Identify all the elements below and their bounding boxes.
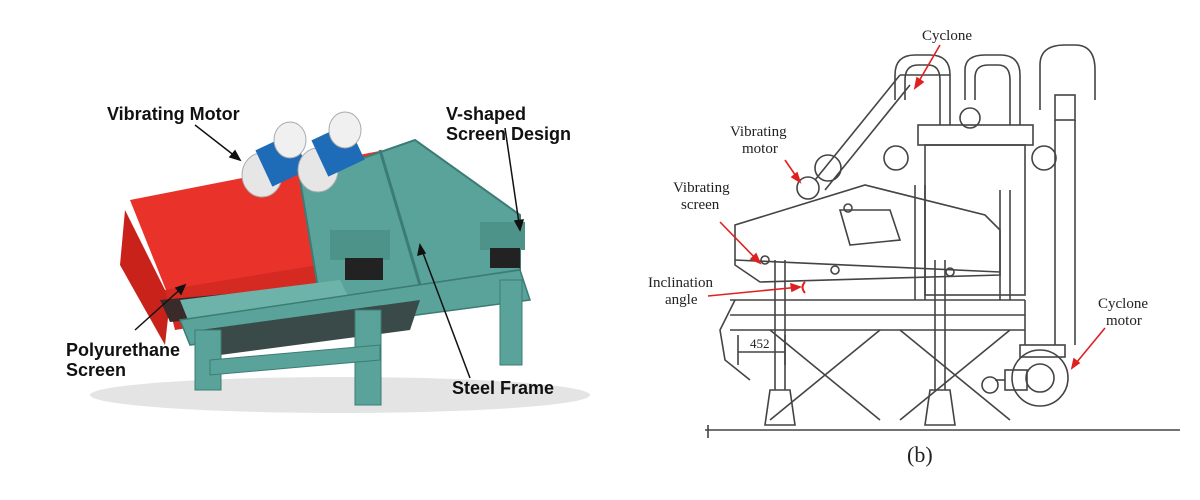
label-steel-frame: Steel Frame	[452, 378, 555, 398]
label-vibrating-screen-line2: screen	[681, 197, 720, 213]
label-dimension-452: 452	[750, 336, 770, 351]
technical-drawing-panel: Cyclone Vibrating motor Vibrating screen…	[600, 0, 1200, 500]
label-vibrating-motor-line2: motor	[742, 141, 778, 157]
label-polyurethane-line1: Polyurethane	[66, 340, 181, 360]
label-vibrating-motor: Vibrating Motor	[107, 104, 240, 124]
figure-caption-b: (b)	[907, 442, 933, 467]
rubber-spring-right	[490, 248, 520, 268]
label-v-shaped-line2: Screen Design	[446, 124, 572, 144]
frame-crossbar	[209, 344, 381, 376]
side-plate-rib	[378, 149, 422, 286]
label-v-shaped-line1: V-shaped	[446, 104, 527, 124]
rubber-spring-left	[345, 258, 383, 280]
red-side-wall	[120, 210, 170, 345]
inclination-angle-arc	[801, 281, 806, 294]
drawing-linework	[705, 44, 1180, 438]
label-inclination-line1: Inclination	[648, 275, 713, 291]
spring-seat-left	[330, 230, 390, 260]
label-cyclone-motor-line2: motor	[1106, 313, 1142, 329]
label-polyurethane-line2: Screen	[66, 360, 127, 380]
dewatering-screen-photo-panel: Vibrating Motor V-shaped Screen Design P…	[66, 104, 590, 413]
technical-drawing	[705, 44, 1180, 438]
vibrating-motor-right	[297, 111, 365, 193]
vibrating-motor-left	[241, 121, 309, 198]
dewatering-screen-illustration	[90, 111, 590, 413]
red-leader-arrows	[707, 44, 1106, 370]
label-vibrating-screen-line1: Vibrating	[673, 180, 730, 196]
left-leader-lines	[134, 124, 525, 379]
label-vibrating-motor-line1: Vibrating	[730, 124, 787, 140]
label-inclination-line2: angle	[665, 292, 698, 308]
label-cyclone-motor-line1: Cyclone	[1098, 296, 1148, 312]
label-cyclone: Cyclone	[922, 28, 972, 44]
frame-leg-back-right	[499, 279, 523, 366]
